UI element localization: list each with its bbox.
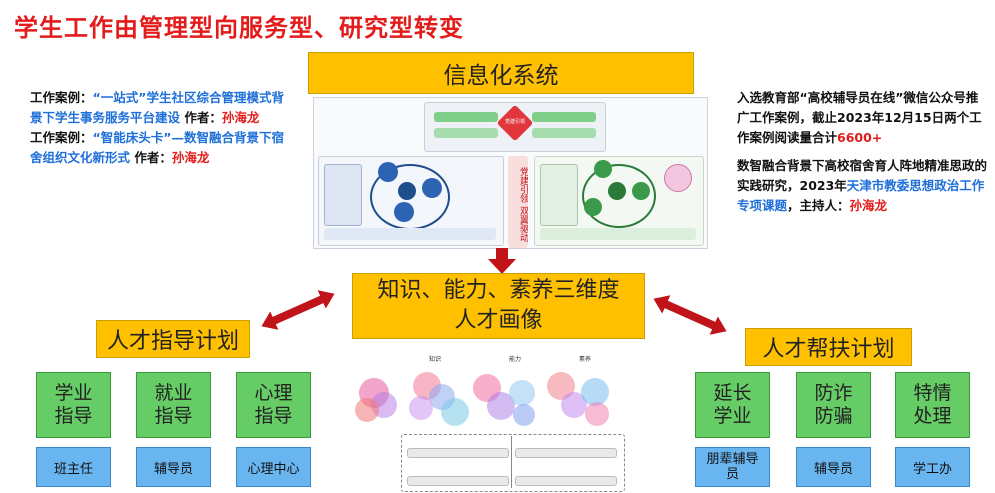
portrait-flow-divider <box>511 436 512 488</box>
diagram-top-left-block-2 <box>434 128 498 138</box>
support-item-label: 特情处理 <box>913 382 952 427</box>
page-title: 学生工作由管理型向服务型、研究型转变 <box>14 14 464 42</box>
diagram-left-node-3 <box>394 202 414 222</box>
guidance-item-psychology: 心理指导 <box>236 372 311 438</box>
case-2-prefix: 工作案例： <box>30 130 93 145</box>
case-2-author-label: 作者： <box>134 150 172 165</box>
diagram-left-node-2 <box>422 178 442 198</box>
party-lead-label: 党建引领 <box>504 119 525 125</box>
info-system-diagram: 党建引领 党建引领 双翼驱动 <box>313 97 708 249</box>
case-1: 工作案例：“一站式”学生社区综合管理模式背景下学生事务服务平台建设 作者：孙海龙 <box>30 88 295 128</box>
portrait-line-2: 人才画像 <box>454 308 543 333</box>
diagram-left-bottom <box>324 228 496 240</box>
support-owner-counselor: 辅导员 <box>796 447 871 487</box>
guidance-item-label: 就业指导 <box>154 382 193 427</box>
guidance-owner-class-teacher: 班主任 <box>36 447 111 487</box>
diagram-right-ring <box>582 164 656 228</box>
diagram-top-left-block <box>434 112 498 122</box>
portrait-bubble <box>585 402 609 426</box>
left-case-text: 工作案例：“一站式”学生社区综合管理模式背景下学生事务服务平台建设 作者：孙海龙… <box>30 88 295 168</box>
achievement-1: 入选教育部“高校辅导员在线”微信公众号推广工作案例，截止2023年12月15日两… <box>737 88 987 148</box>
guidance-owner-label: 班主任 <box>53 461 93 477</box>
support-owner-student-office: 学工办 <box>895 447 970 487</box>
guidance-owner-psych-center: 心理中心 <box>236 447 311 487</box>
portrait-flow-row <box>515 448 617 458</box>
guidance-item-career: 就业指导 <box>136 372 211 438</box>
achievement-2: 数智融合背景下高校宿舍育人阵地精准思政的实践研究，2023年天津市教委思想政治工… <box>737 156 987 216</box>
diagram-right-node-1 <box>594 160 612 178</box>
portrait-flow-row <box>515 476 617 486</box>
support-owner-label: 学工办 <box>912 461 952 477</box>
portrait-flow-row <box>407 476 509 486</box>
case-1-title: “一站式”学生社区综合管理模式背景下学生事务服务平台建设 <box>30 90 284 125</box>
down-arrow-icon <box>488 248 516 274</box>
diagram-vertical-label: 党建引领 双翼驱动 <box>508 156 528 248</box>
guidance-owner-counselor: 辅导员 <box>136 447 211 487</box>
guidance-owner-label: 辅导员 <box>153 461 193 477</box>
support-item-anti-fraud: 防诈防骗 <box>796 372 871 438</box>
party-drive-label: 党建引领 双翼驱动 <box>518 166 528 242</box>
achievement-2-highlight: 天津市教委思想政治工作专项课题 <box>737 178 985 213</box>
guidance-plan-label: 人才指导计划 <box>106 329 239 354</box>
case-2-title: “智能床头卡”—数智融合背景下宿舍组织文化新形式 <box>30 130 284 165</box>
left-double-arrow-icon <box>261 290 335 330</box>
support-item-label: 延长学业 <box>713 382 752 427</box>
portrait-col-quality: 素养 <box>578 356 591 362</box>
portrait-col-ability: 能力 <box>508 356 521 362</box>
case-1-author: 孙海龙 <box>221 110 260 125</box>
achievement-1-count: 6600+ <box>837 130 883 145</box>
diagram-right-node-3 <box>584 198 602 216</box>
support-item-special-case: 特情处理 <box>895 372 970 438</box>
case-1-author-label: 作者： <box>184 110 222 125</box>
guidance-item-label: 学业指导 <box>54 382 93 427</box>
guidance-item-label: 心理指导 <box>254 382 293 427</box>
diagram-right-core <box>608 182 626 200</box>
talent-portrait-diagram: 知识 能力 素养 <box>355 352 625 492</box>
portrait-bubble <box>409 396 433 420</box>
diagram-left-list <box>324 164 362 226</box>
achievement-2-host: 孙海龙 <box>849 198 888 213</box>
portrait-bubble <box>513 404 535 426</box>
portrait-line-1: 知识、能力、素养三维度 <box>377 278 620 303</box>
portrait-col-knowledge: 知识 <box>428 356 441 362</box>
info-system-banner: 信息化系统 <box>308 52 694 94</box>
diagram-top-right-block-2 <box>532 128 596 138</box>
support-owner-label: 辅导员 <box>813 461 853 477</box>
diagram-right-badge <box>664 164 692 192</box>
achievement-2-text-b: ，主持人： <box>787 198 850 213</box>
support-item-extend-study: 延长学业 <box>695 372 770 438</box>
achievement-1-text: 入选教育部“高校辅导员在线”微信公众号推广工作案例，截止2023年12月15日两… <box>737 90 982 145</box>
portrait-flow-frame <box>401 434 625 492</box>
talent-portrait-banner: 知识、能力、素养三维度 人才画像 <box>352 273 645 339</box>
guidance-item-academic: 学业指导 <box>36 372 111 438</box>
guidance-owner-label: 心理中心 <box>247 461 300 477</box>
case-2-author: 孙海龙 <box>171 150 210 165</box>
case-2: 工作案例：“智能床头卡”—数智融合背景下宿舍组织文化新形式 作者：孙海龙 <box>30 128 295 168</box>
portrait-flow-row <box>407 448 509 458</box>
right-achievements-text: 入选教育部“高校辅导员在线”微信公众号推广工作案例，截止2023年12月15日两… <box>737 88 987 216</box>
support-owner-peer-counselor: 朋辈辅导员 <box>695 447 770 487</box>
support-plan-banner: 人才帮扶计划 <box>745 328 912 366</box>
info-system-label: 信息化系统 <box>443 63 559 89</box>
achievement-2-text-a: 数智融合背景下高校宿舍育人阵地精准思政的实践研究，2023年 <box>737 158 988 193</box>
support-item-label: 防诈防骗 <box>814 382 853 427</box>
diagram-right-node-2 <box>632 182 650 200</box>
portrait-bubble <box>355 398 379 422</box>
right-double-arrow-icon <box>653 295 727 335</box>
diagram-top-right-block <box>532 112 596 122</box>
portrait-bubble <box>441 398 469 426</box>
support-owner-label: 朋辈辅导员 <box>706 452 759 482</box>
diagram-left-node-1 <box>378 162 398 182</box>
case-1-prefix: 工作案例： <box>30 90 93 105</box>
support-plan-label: 人才帮扶计划 <box>762 337 895 362</box>
guidance-plan-banner: 人才指导计划 <box>96 320 250 358</box>
portrait-bubble <box>509 380 535 406</box>
portrait-bubble <box>581 378 609 406</box>
diagram-right-bottom <box>540 228 696 240</box>
diagram-left-core <box>398 182 416 200</box>
diagram-right-list <box>540 164 578 226</box>
